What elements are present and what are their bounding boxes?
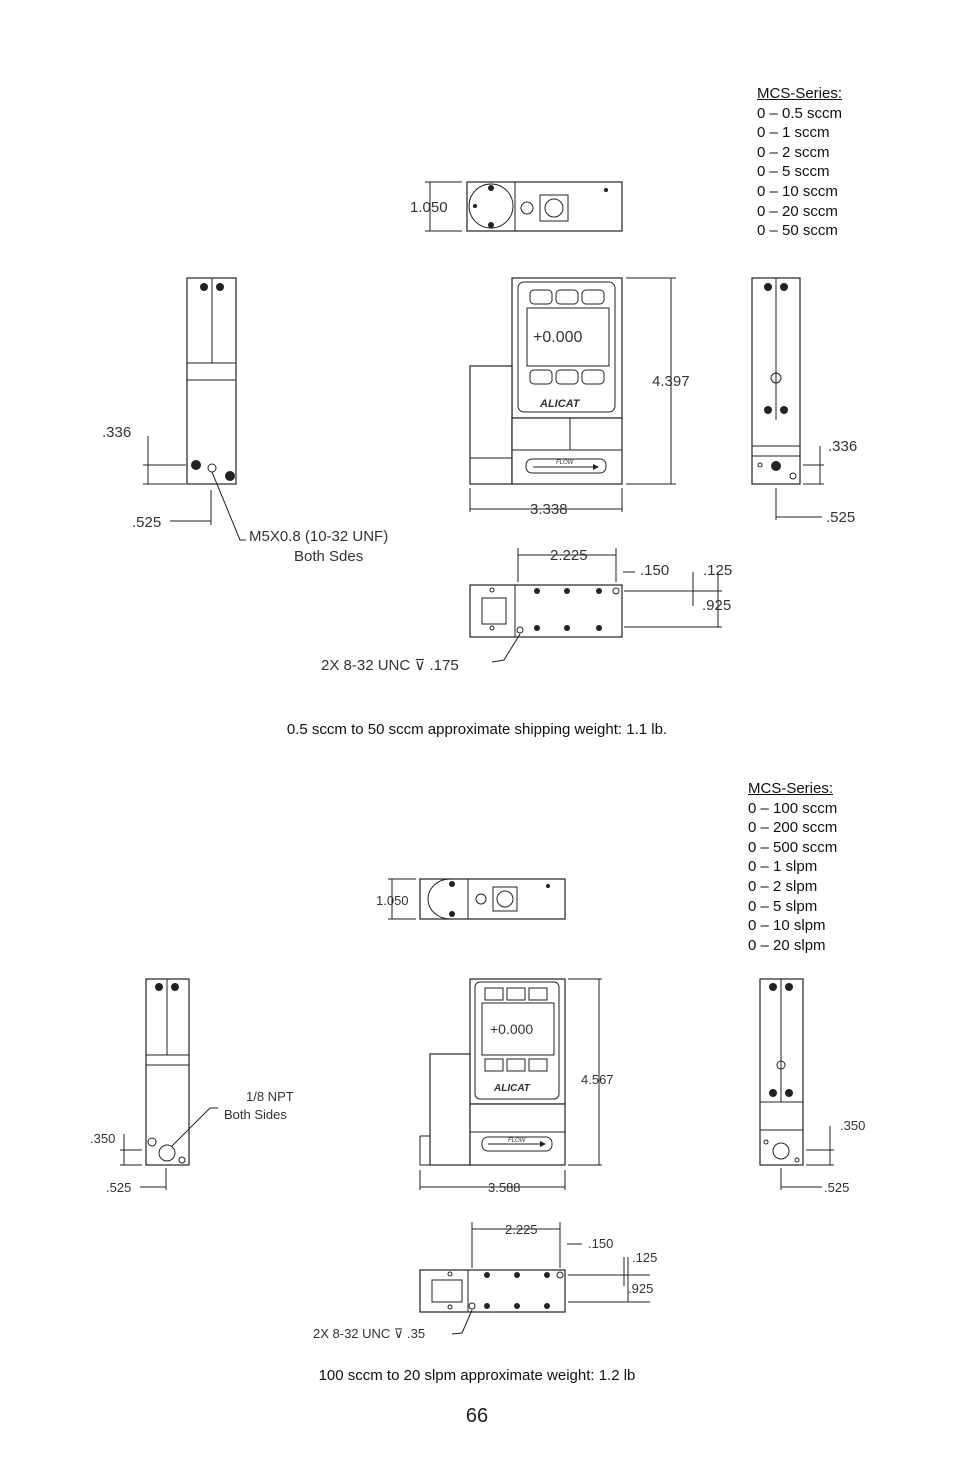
- lower-mount-note: 2X 8-32 UNC ⊽ .35: [313, 1326, 425, 1341]
- lower-logo: ALICAT: [493, 1083, 531, 1094]
- svg-text:+0.000: +0.000: [490, 1021, 533, 1037]
- upper-weight-caption: 0.5 sccm to 50 sccm approximate shipping…: [286, 721, 668, 738]
- upper-range-item: 0 – 10 sccm: [757, 182, 838, 200]
- upper-port-note-2: Both Sdes: [294, 548, 363, 565]
- lower-bottom-view: [419, 1222, 650, 1335]
- upper-left-port-offset-dim: .525: [132, 514, 161, 531]
- upper-left-port-height-dim: .336: [102, 424, 131, 441]
- lower-range-item: 0 – 1 slpm: [748, 858, 818, 876]
- lower-range-item: 0 – 200 sccm: [748, 819, 838, 837]
- lower-width-dim: 3.588: [488, 1180, 521, 1195]
- upper-width-dim: 3.338: [530, 501, 568, 518]
- lower-series-title: MCS-Series:: [748, 780, 834, 797]
- upper-mount-spacing-dim: 2.225: [550, 547, 588, 564]
- upper-mount-z-dim: .925: [702, 597, 731, 614]
- upper-range-item: 0 – 5 sccm: [757, 163, 830, 181]
- lower-mount-x-dim: .150: [588, 1236, 613, 1251]
- lower-left-view: [120, 978, 218, 1190]
- upper-top-view: [425, 181, 623, 232]
- lower-top-view: [388, 878, 566, 920]
- lower-front-view: +0.000: [419, 978, 602, 1190]
- upper-logo: ALICAT: [539, 398, 581, 410]
- upper-range-item: 0 – 1 sccm: [757, 124, 830, 142]
- upper-series-title: MCS-Series:: [757, 85, 843, 102]
- lower-weight-caption: 100 sccm to 20 slpm approximate weight: …: [318, 1367, 636, 1384]
- lower-mount-z-dim: .925: [628, 1281, 653, 1296]
- upper-right-port-offset-dim: .525: [826, 509, 855, 526]
- upper-port-note-1: M5X0.8 (10-32 UNF): [249, 528, 388, 545]
- lower-range-list: MCS-Series: 0 – 100 sccm 0 – 200 sccm 0 …: [748, 779, 837, 955]
- upper-height-dim: 4.397: [652, 373, 690, 390]
- upper-right-port-height-dim: .336: [828, 438, 857, 455]
- upper-front-view: +0.000: [469, 277, 676, 512]
- upper-mount-x-dim: .150: [640, 562, 669, 579]
- lower-flow-label: FLOW: [508, 1138, 527, 1144]
- lower-port-note-1: 1/8 NPT: [246, 1089, 294, 1104]
- upper-mount-y-dim: .125: [703, 562, 732, 579]
- upper-range-item: 0 – 2 sccm: [757, 143, 830, 161]
- lower-left-port-offset-dim: .525: [106, 1180, 131, 1195]
- lower-right-port-offset-dim: .525: [824, 1180, 849, 1195]
- upper-range-item: 0 – 20 sccm: [757, 202, 838, 220]
- upper-flow-label: FLOW: [556, 460, 575, 466]
- lower-left-port-height-dim: .350: [90, 1131, 115, 1146]
- svg-text:+0.000: +0.000: [533, 329, 582, 346]
- upper-bottom-view: [469, 548, 722, 663]
- upper-range-item: 0 – 0.5 sccm: [757, 104, 843, 122]
- page-number: 66: [465, 1405, 489, 1427]
- lower-range-item: 0 – 10 slpm: [748, 917, 826, 935]
- lower-range-item: 0 – 5 slpm: [748, 897, 818, 915]
- upper-right-view: [751, 277, 824, 520]
- lower-range-item: 0 – 500 sccm: [748, 838, 838, 856]
- upper-top-height-dim: 1.050: [410, 199, 448, 216]
- lower-mount-spacing-dim: 2.225: [505, 1222, 538, 1237]
- lower-top-height-dim: 1.050: [376, 893, 409, 908]
- lower-port-note-2: Both Sides: [224, 1107, 287, 1122]
- upper-left-view: [143, 277, 246, 541]
- lower-height-dim: 4.567: [581, 1072, 614, 1087]
- upper-range-item: 0 – 50 sccm: [757, 222, 838, 240]
- lower-mount-y-dim: .125: [632, 1250, 657, 1265]
- lower-right-port-height-dim: .350: [840, 1118, 865, 1133]
- lower-range-item: 0 – 2 slpm: [748, 877, 818, 895]
- upper-mount-note: 2X 8-32 UNC ⊽ .175: [321, 657, 459, 674]
- lower-range-item: 0 – 20 slpm: [748, 936, 826, 954]
- lower-range-item: 0 – 100 sccm: [748, 799, 838, 817]
- lower-right-view: [759, 978, 834, 1190]
- upper-range-list: MCS-Series: 0 – 0.5 sccm 0 – 1 sccm 0 – …: [757, 84, 842, 241]
